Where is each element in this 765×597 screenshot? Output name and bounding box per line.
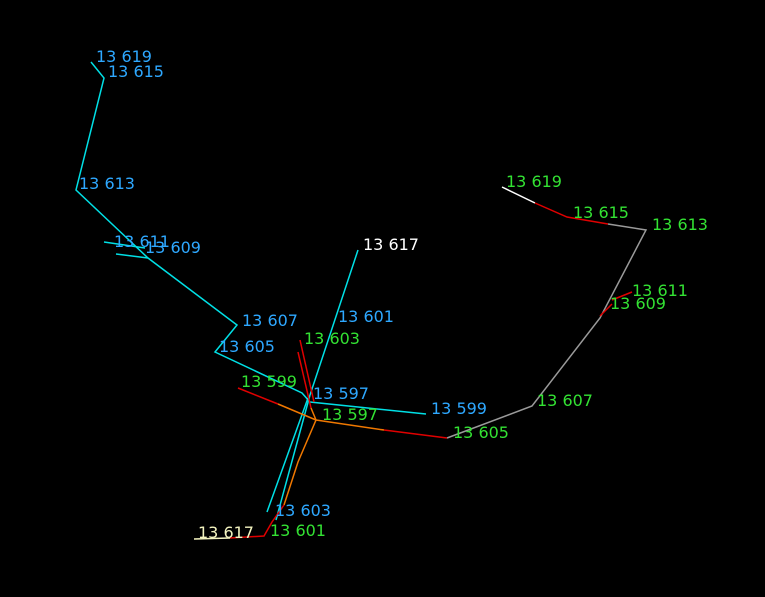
green-label-13613: 13 613: [652, 215, 708, 234]
red-line-601: [229, 504, 285, 539]
red-line-619-615: [534, 202, 609, 225]
yellow-line-617: [193, 537, 231, 540]
yellow-label-13617: 13 617: [198, 523, 254, 542]
green-label-13605: 13 605: [453, 423, 509, 442]
cyan-branch-611: [103, 241, 146, 249]
orange-line-605: [315, 419, 385, 431]
blue-label-13609: 13 609: [145, 238, 201, 257]
red-line-603-a: [299, 339, 315, 403]
red-line-611: [611, 291, 633, 301]
green-label-13609: 13 609: [610, 294, 666, 313]
blue-label-13599: 13 599: [431, 399, 487, 418]
gray-line-main: [446, 223, 648, 439]
red-line-599: [237, 387, 279, 405]
green-label-13603: 13 603: [304, 329, 360, 348]
red-line-609: [599, 303, 613, 317]
green-label-13599: 13 599: [241, 372, 297, 391]
cyan-line-617-a: [309, 249, 359, 396]
green-label-13601: 13 601: [270, 521, 326, 540]
cyan-branch-609: [115, 253, 149, 259]
white-line-619: [501, 186, 536, 204]
blue-label-13597: 13 597: [313, 384, 369, 403]
blue-label-13619: 13 619: [96, 47, 152, 66]
green-label-13611: 13 611: [632, 281, 688, 300]
red-line-603-b: [297, 351, 312, 409]
blue-label-13607: 13 607: [242, 311, 298, 330]
green-label-13597: 13 597: [322, 405, 378, 424]
red-line-605: [383, 429, 448, 439]
orange-line-597: [283, 407, 317, 506]
blue-label-13605: 13 605: [219, 337, 275, 356]
blue-label-13615: 13 615: [108, 62, 164, 81]
green-label-13619: 13 619: [506, 172, 562, 191]
cyan-line-603: [266, 397, 309, 513]
white-label-13617: 13 617: [363, 235, 419, 254]
orange-line-599: [277, 403, 317, 421]
blue-label-13601: 13 601: [338, 307, 394, 326]
blue-label-13613: 13 613: [79, 174, 135, 193]
blue-label-13603: 13 603: [275, 501, 331, 520]
blue-label-13611: 13 611: [114, 232, 170, 251]
green-label-13615: 13 615: [573, 203, 629, 222]
green-label-13607: 13 607: [537, 391, 593, 410]
